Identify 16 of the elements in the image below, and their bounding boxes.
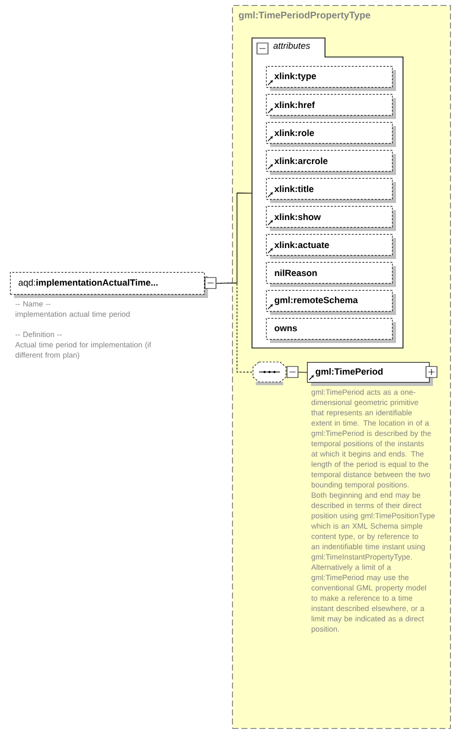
element-box: gml:remoteSchema (266, 290, 396, 315)
sequence-compositor (252, 362, 298, 386)
element-box: xlink:href (266, 94, 396, 119)
element-box: gml:TimePeriod (307, 362, 433, 386)
element-box: xlink:arcrole (266, 150, 396, 175)
element-box: xlink:title (266, 178, 396, 203)
element-box: nilReason (266, 262, 396, 287)
element-box: xlink:type (266, 66, 396, 91)
element-box: xlink:role (266, 122, 396, 147)
element-box: owns (266, 318, 396, 343)
element-box: aqd:implementationActualTime... (10, 272, 216, 298)
element-box: xlink:show (266, 206, 396, 231)
connector-line (216, 282, 254, 373)
connector-line (298, 372, 308, 373)
element-box: xlink:actuate (266, 234, 396, 259)
connector-line (216, 192, 252, 284)
